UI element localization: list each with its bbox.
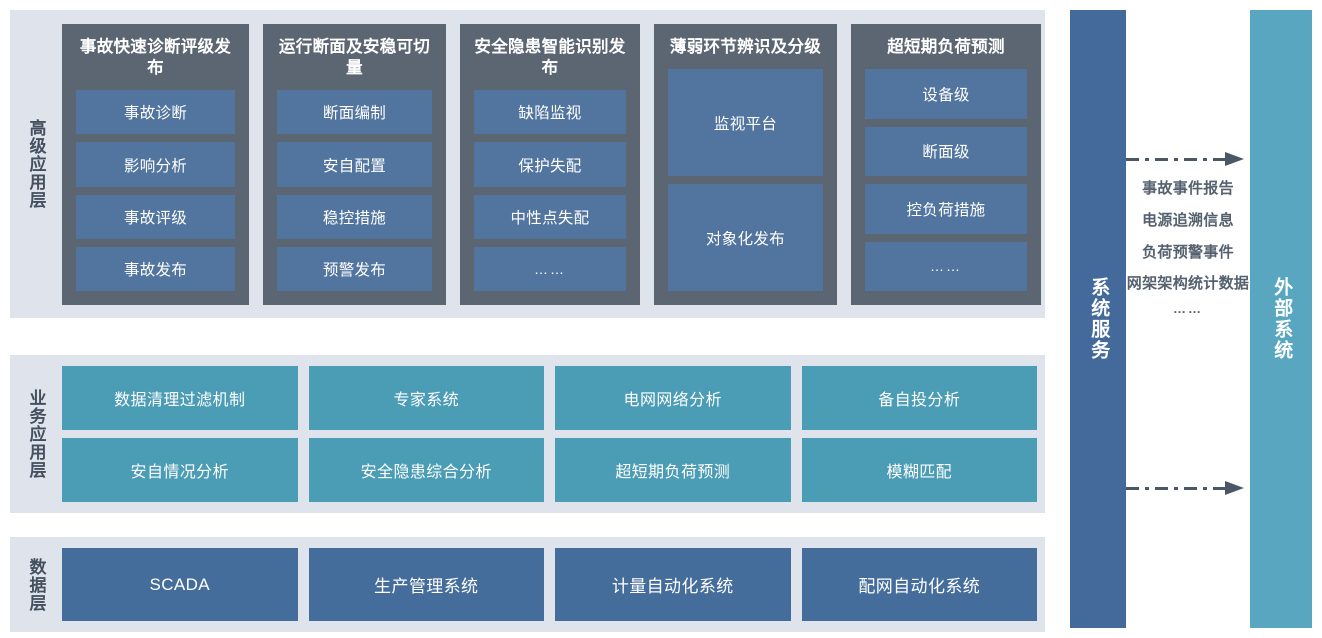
advanced-item[interactable]: 断面级 bbox=[865, 126, 1027, 177]
business-item[interactable]: 电网网络分析 bbox=[555, 366, 791, 430]
arrow-line bbox=[1126, 487, 1226, 490]
arrow-line bbox=[1126, 158, 1226, 161]
layer-stack: 高级应用层 事故快速诊断评级发布 事故诊断 影响分析 事故评级 事故发布 运行断… bbox=[10, 10, 1045, 632]
data-item[interactable]: 配网自动化系统 bbox=[801, 548, 1037, 621]
advanced-item-ellipsis[interactable]: …… bbox=[474, 246, 626, 292]
advanced-layer-columns: 事故快速诊断评级发布 事故诊断 影响分析 事故评级 事故发布 运行断面及安稳可切… bbox=[62, 10, 1049, 318]
advanced-column-3-items: 缺陷监视 保护失配 中性点失配 …… bbox=[474, 90, 626, 305]
advanced-item[interactable]: 事故评级 bbox=[76, 194, 235, 239]
advanced-item[interactable]: 中性点失配 bbox=[474, 194, 626, 239]
business-item[interactable]: 超短期负荷预测 bbox=[555, 438, 791, 502]
business-layer-body: 数据清理过滤机制 专家系统 电网网络分析 备自投分析 安自情况分析 安全隐患综合… bbox=[62, 355, 1045, 513]
advanced-item[interactable]: 稳控措施 bbox=[277, 194, 432, 239]
system-service-bar[interactable]: 系统服务 bbox=[1070, 10, 1126, 628]
advanced-column-1-title: 事故快速诊断评级发布 bbox=[79, 38, 232, 78]
data-item[interactable]: 生产管理系统 bbox=[308, 548, 544, 621]
business-item[interactable]: 模糊匹配 bbox=[801, 438, 1037, 502]
advanced-column-4-title: 薄弱环节辨识及分级 bbox=[669, 38, 822, 56]
advanced-column-5[interactable]: 超短期负荷预测 设备级 断面级 控负荷措施 …… bbox=[851, 24, 1041, 305]
advanced-item[interactable]: 影响分析 bbox=[76, 142, 235, 187]
advanced-item[interactable]: 保护失配 bbox=[474, 142, 626, 187]
data-item[interactable]: 计量自动化系统 bbox=[555, 548, 791, 621]
advanced-column-3-title: 安全隐患智能识别发布 bbox=[474, 38, 626, 78]
business-item[interactable]: 数据清理过滤机制 bbox=[62, 366, 298, 430]
advanced-item[interactable]: 预警发布 bbox=[277, 246, 432, 292]
advanced-column-2-items: 断面编制 安自配置 稳控措施 预警发布 bbox=[277, 90, 432, 305]
advanced-column-1[interactable]: 事故快速诊断评级发布 事故诊断 影响分析 事故评级 事故发布 bbox=[62, 24, 249, 305]
flow-label-ellipsis: …… bbox=[1173, 301, 1203, 316]
advanced-column-1-items: 事故诊断 影响分析 事故评级 事故发布 bbox=[76, 90, 235, 305]
business-layer-grid: 数据清理过滤机制 专家系统 电网网络分析 备自投分析 安自情况分析 安全隐患综合… bbox=[62, 366, 1037, 502]
advanced-item-ellipsis[interactable]: …… bbox=[865, 241, 1027, 291]
business-application-layer: 业务应用层 数据清理过滤机制 专家系统 电网网络分析 备自投分析 安自情况分析 … bbox=[10, 355, 1045, 513]
data-item[interactable]: SCADA bbox=[62, 548, 298, 621]
flow-area: 事故事件报告 电源追溯信息 负荷预警事件 网架架构统计数据 …… bbox=[1126, 10, 1250, 628]
flow-arrow-top-icon bbox=[1126, 152, 1250, 166]
advanced-item[interactable]: 缺陷监视 bbox=[474, 90, 626, 135]
flow-label: 负荷预警事件 bbox=[1142, 243, 1234, 261]
flow-arrow-bottom-icon bbox=[1126, 481, 1250, 495]
arrow-head bbox=[1225, 152, 1244, 166]
data-layer: 数据层 SCADA 生产管理系统 计量自动化系统 配网自动化系统 bbox=[10, 537, 1045, 632]
business-item[interactable]: 安全隐患综合分析 bbox=[308, 438, 544, 502]
advanced-column-2[interactable]: 运行断面及安稳可切量 断面编制 安自配置 稳控措施 预警发布 bbox=[263, 24, 446, 305]
flow-label: 事故事件报告 bbox=[1142, 180, 1234, 197]
business-layer-label: 业务应用层 bbox=[26, 389, 46, 479]
data-layer-label: 数据层 bbox=[26, 557, 46, 612]
advanced-item[interactable]: 对象化发布 bbox=[668, 184, 823, 292]
advanced-column-3[interactable]: 安全隐患智能识别发布 缺陷监视 保护失配 中性点失配 …… bbox=[460, 24, 640, 305]
flow-label: 网架架构统计数据 bbox=[1126, 275, 1250, 293]
advanced-column-5-title: 超短期负荷预测 bbox=[887, 38, 1005, 56]
business-item[interactable]: 备自投分析 bbox=[801, 366, 1037, 430]
advanced-column-4-items: 监视平台 对象化发布 bbox=[668, 69, 823, 305]
advanced-item[interactable]: 事故发布 bbox=[76, 246, 235, 292]
advanced-item[interactable]: 控负荷措施 bbox=[865, 184, 1027, 234]
external-system-bar[interactable]: 外部系统 bbox=[1250, 10, 1312, 628]
advanced-item[interactable]: 断面编制 bbox=[277, 90, 432, 135]
business-item[interactable]: 专家系统 bbox=[308, 366, 544, 430]
data-layer-body: SCADA 生产管理系统 计量自动化系统 配网自动化系统 bbox=[62, 537, 1045, 632]
flow-label: 电源追溯信息 bbox=[1142, 211, 1234, 229]
flow-label-list: 事故事件报告 电源追溯信息 负荷预警事件 网架架构统计数据 …… bbox=[1126, 180, 1250, 317]
advanced-layer-label: 高级应用层 bbox=[26, 119, 46, 209]
advanced-item[interactable]: 设备级 bbox=[865, 69, 1027, 119]
advanced-application-layer: 高级应用层 事故快速诊断评级发布 事故诊断 影响分析 事故评级 事故发布 运行断… bbox=[10, 10, 1045, 318]
data-layer-grid: SCADA 生产管理系统 计量自动化系统 配网自动化系统 bbox=[62, 548, 1037, 621]
advanced-column-2-title: 运行断面及安稳可切量 bbox=[278, 38, 431, 78]
advanced-column-4[interactable]: 薄弱环节辨识及分级 监视平台 对象化发布 bbox=[654, 24, 837, 305]
advanced-item[interactable]: 监视平台 bbox=[668, 69, 823, 177]
advanced-item[interactable]: 事故诊断 bbox=[76, 90, 235, 135]
arrow-head bbox=[1225, 481, 1244, 495]
advanced-item[interactable]: 安自配置 bbox=[277, 142, 432, 187]
business-item[interactable]: 安自情况分析 bbox=[62, 438, 298, 502]
integration-panel: 系统服务 事故事件报告 电源追溯信息 负荷预警事件 网架架构统计数据 …… 外部… bbox=[1060, 0, 1322, 638]
advanced-column-5-items: 设备级 断面级 控负荷措施 …… bbox=[865, 69, 1027, 305]
